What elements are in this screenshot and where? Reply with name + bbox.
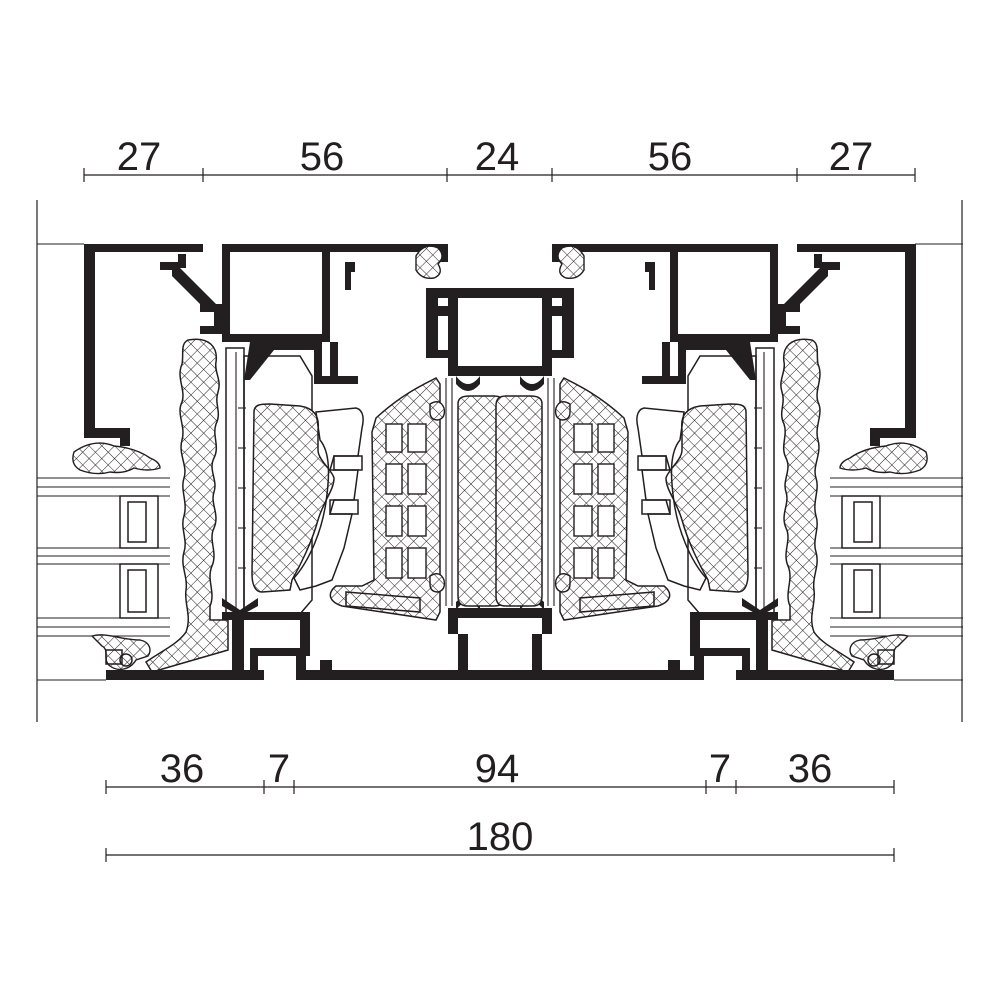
section-left-half (36, 243, 505, 681)
bottom-dimension-chain: 36 7 94 7 36 (105, 747, 895, 794)
dim-label-bottom-5: 36 (788, 747, 833, 791)
dim-label-top-2: 56 (300, 135, 345, 179)
dim-label-bottom-1: 36 (160, 747, 205, 791)
dim-label-top-4: 56 (648, 135, 693, 179)
dim-label-top-1: 27 (117, 135, 162, 179)
dim-label-top-5: 27 (829, 135, 874, 179)
center-base-profile (456, 670, 544, 680)
dim-label-bottom-4: 7 (709, 747, 731, 791)
section-right-half (495, 243, 964, 681)
dim-label-top-3: 24 (475, 135, 520, 179)
dim-label-overall: 180 (467, 815, 534, 859)
overall-dimension: 180 (105, 815, 895, 862)
dim-label-bottom-3: 94 (475, 747, 520, 791)
dim-label-bottom-2: 7 (268, 747, 290, 791)
top-dimension-chain: 27 56 24 56 27 (83, 135, 916, 182)
